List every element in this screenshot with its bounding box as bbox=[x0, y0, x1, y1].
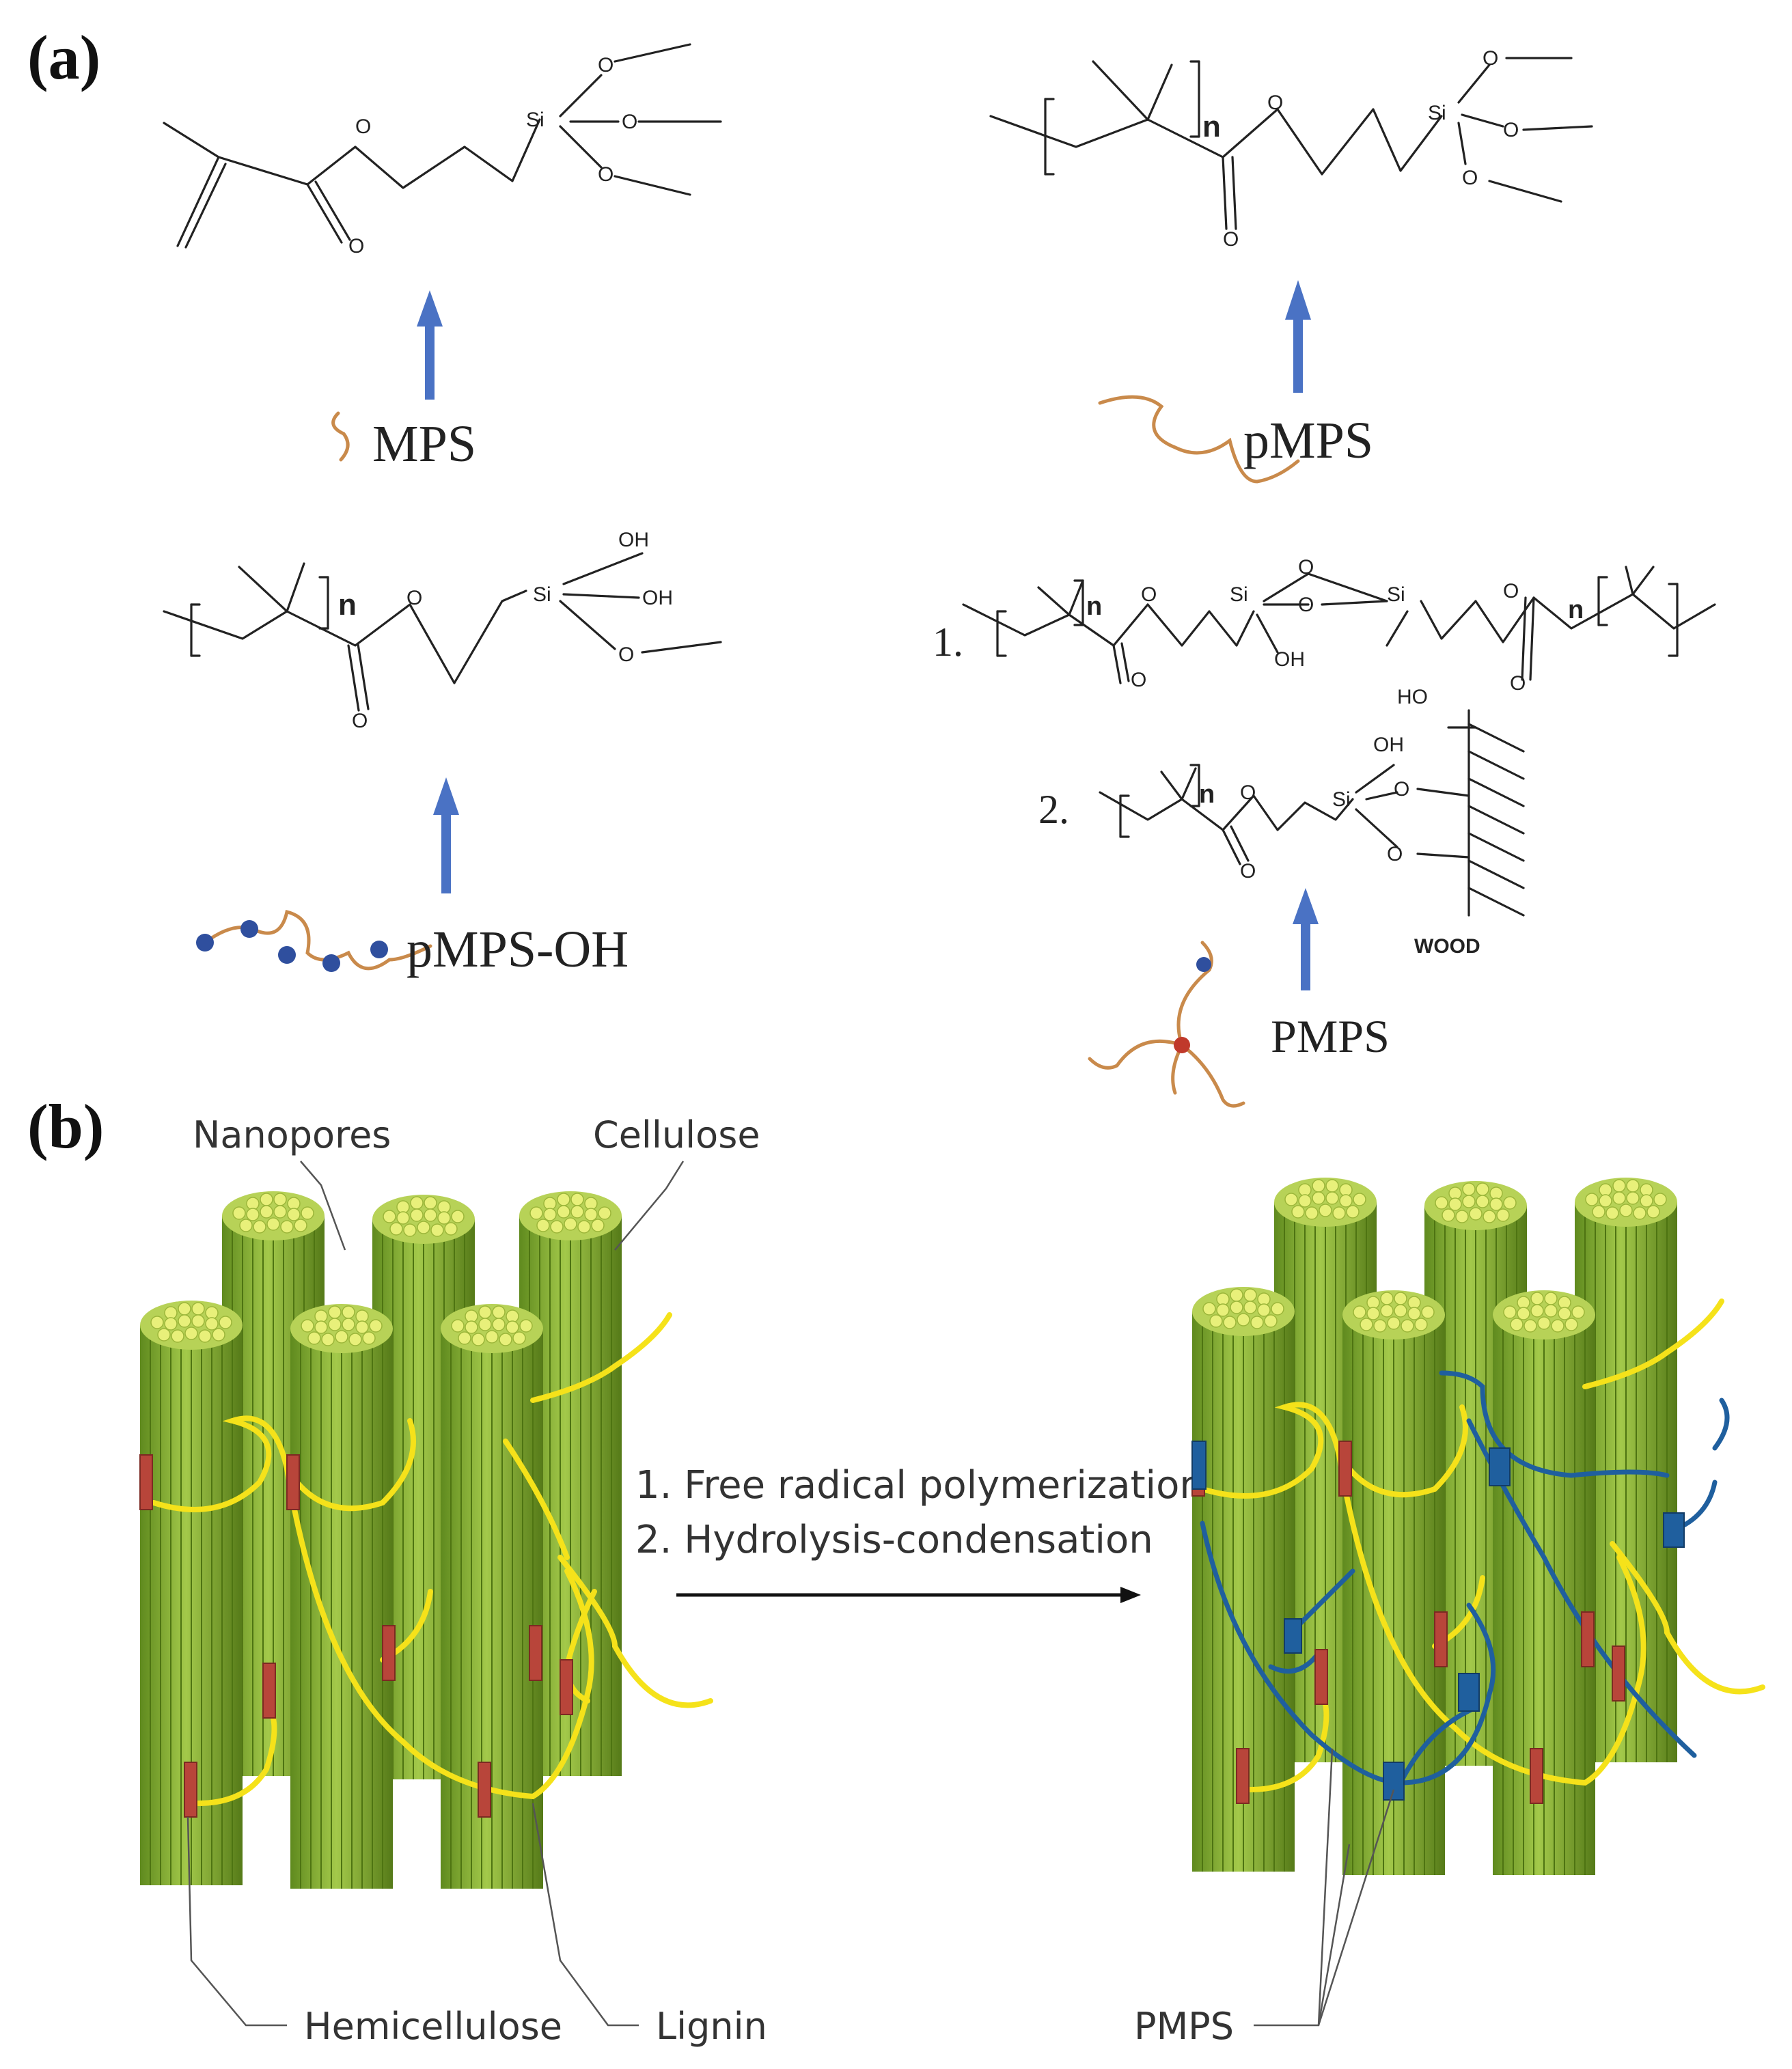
hemicellulose-block bbox=[382, 1625, 396, 1681]
pmps-label: pMPS bbox=[1243, 412, 1373, 469]
lignin-leader bbox=[532, 1803, 639, 2027]
mps-label: MPS bbox=[372, 415, 476, 473]
modified-wood-structure bbox=[1191, 1177, 1765, 1876]
atom-o: O bbox=[1394, 778, 1409, 801]
process-step-2: 2. Hydrolysis-condensation bbox=[635, 1518, 1153, 1562]
panel-b-label: (b) bbox=[27, 1092, 104, 1161]
cellulose-label: Cellulose bbox=[593, 1113, 760, 1156]
pmps-leader bbox=[1317, 1748, 1334, 2026]
atom-ho: HO bbox=[1397, 686, 1428, 708]
hemicellulose-block bbox=[184, 1762, 197, 1818]
atom-o: O bbox=[1240, 860, 1256, 883]
cellulose-bundle bbox=[1492, 1290, 1596, 1876]
mps-structure: O O Si O O O bbox=[163, 43, 722, 258]
lignin-network bbox=[1200, 1299, 1765, 1792]
nanopores-label: Nanopores bbox=[193, 1113, 391, 1156]
atom-o: O bbox=[1503, 119, 1519, 141]
atom-si: Si bbox=[1230, 583, 1248, 606]
atom-o: O bbox=[1298, 556, 1314, 579]
atom-o: O bbox=[355, 115, 371, 138]
hemicellulose-block bbox=[1581, 1611, 1595, 1667]
atom-o: O bbox=[406, 587, 422, 609]
hemicellulose-block bbox=[529, 1625, 542, 1681]
atom-o: O bbox=[1387, 843, 1403, 865]
atom-o: O bbox=[1267, 92, 1283, 114]
pmps-upper-label: PMPS bbox=[1271, 1010, 1390, 1062]
atom-o: O bbox=[1223, 228, 1239, 251]
hemicellulose-block bbox=[139, 1454, 153, 1510]
hemicellulose-block bbox=[1314, 1649, 1328, 1705]
cellulose-bundle bbox=[440, 1303, 544, 1889]
reaction-arrow bbox=[1285, 280, 1311, 393]
atom-o: O bbox=[598, 54, 614, 77]
pmps-oh-label: pMPS-OH bbox=[406, 921, 629, 978]
pmps-leader bbox=[1317, 1789, 1395, 2026]
repeat-n: n bbox=[1086, 592, 1102, 621]
hemicellulose-block bbox=[1236, 1748, 1250, 1804]
atom-o: O bbox=[618, 643, 634, 666]
atom-o: O bbox=[598, 163, 614, 186]
cellulose-leader bbox=[614, 1161, 685, 1251]
lignin-label: Lignin bbox=[656, 2005, 767, 2048]
atom-o: O bbox=[1510, 672, 1526, 695]
hemicellulose-block bbox=[1530, 1748, 1543, 1804]
step-1-label: 1. bbox=[933, 620, 963, 665]
atom-o: O bbox=[1483, 47, 1498, 70]
atom-o: O bbox=[1240, 781, 1256, 804]
atom-oh: OH bbox=[1373, 734, 1404, 756]
wood-label: WOOD bbox=[1414, 935, 1480, 958]
atom-si: Si bbox=[533, 583, 551, 606]
repeat-n: n bbox=[338, 588, 357, 622]
atom-si: Si bbox=[1332, 788, 1351, 811]
repeat-n: n bbox=[1199, 780, 1215, 809]
pmps-structure: n O O Si O O O bbox=[989, 47, 1593, 251]
reaction-arrow bbox=[417, 290, 443, 400]
nanopores-leader bbox=[300, 1161, 346, 1251]
atom-o: O bbox=[352, 710, 368, 732]
atom-o: O bbox=[622, 111, 637, 133]
hemicellulose-block bbox=[560, 1659, 573, 1715]
repeat-n: n bbox=[1568, 596, 1584, 624]
process-step-1: 1. Free radical polymerization bbox=[635, 1463, 1204, 1508]
lignin-network bbox=[151, 1312, 713, 1806]
pmps-chain-icon bbox=[1098, 395, 1300, 484]
mps-chain-icon bbox=[331, 411, 350, 462]
pmps-callout-label: PMPS bbox=[1134, 2005, 1234, 2048]
atom-si: Si bbox=[1387, 583, 1405, 606]
atom-o: O bbox=[1131, 669, 1146, 691]
atom-o: O bbox=[1298, 594, 1314, 616]
hemicellulose-block bbox=[262, 1663, 276, 1719]
native-wood-structure bbox=[139, 1191, 713, 1889]
process-arrow bbox=[676, 1587, 1141, 1603]
pmps-oh-structure: n O O Si OH OH O bbox=[163, 529, 722, 732]
hemicellulose-block bbox=[1434, 1611, 1448, 1667]
step-2-label: 2. bbox=[1038, 787, 1069, 832]
pmps-node-blocks bbox=[1191, 1441, 1685, 1801]
hemicellulose-block bbox=[478, 1762, 491, 1818]
atom-o: O bbox=[348, 235, 364, 258]
atom-si: Si bbox=[1428, 102, 1446, 124]
crosslinked-structure-1: 1. n O O Si O O OH Si O bbox=[933, 556, 1716, 695]
cellulose-bundle bbox=[290, 1303, 394, 1889]
hemicellulose-block bbox=[1338, 1441, 1352, 1497]
atom-o: O bbox=[1141, 583, 1157, 606]
atom-oh: OH bbox=[642, 587, 673, 609]
pmps-star-icon bbox=[1088, 941, 1245, 1108]
wood-grafted-structure-2: 2. n O O Si OH O O HO WOOD bbox=[1038, 686, 1525, 958]
atom-si: Si bbox=[526, 109, 545, 131]
hemicellulose-block bbox=[286, 1454, 300, 1510]
hemicellulose-block bbox=[1612, 1646, 1625, 1702]
atom-oh: OH bbox=[1274, 648, 1305, 671]
hemicellulose-label: Hemicellulose bbox=[304, 2005, 562, 2048]
atom-o: O bbox=[1503, 580, 1519, 602]
atom-o: O bbox=[1462, 167, 1478, 189]
reaction-arrow bbox=[433, 777, 459, 893]
repeat-n: n bbox=[1202, 110, 1221, 143]
atom-oh: OH bbox=[618, 529, 649, 551]
hemicellulose-leader bbox=[187, 1816, 287, 2027]
reaction-arrow bbox=[1293, 888, 1319, 990]
panel-a-label: (a) bbox=[27, 23, 100, 92]
pmps-oh-chain-icon bbox=[196, 909, 432, 972]
